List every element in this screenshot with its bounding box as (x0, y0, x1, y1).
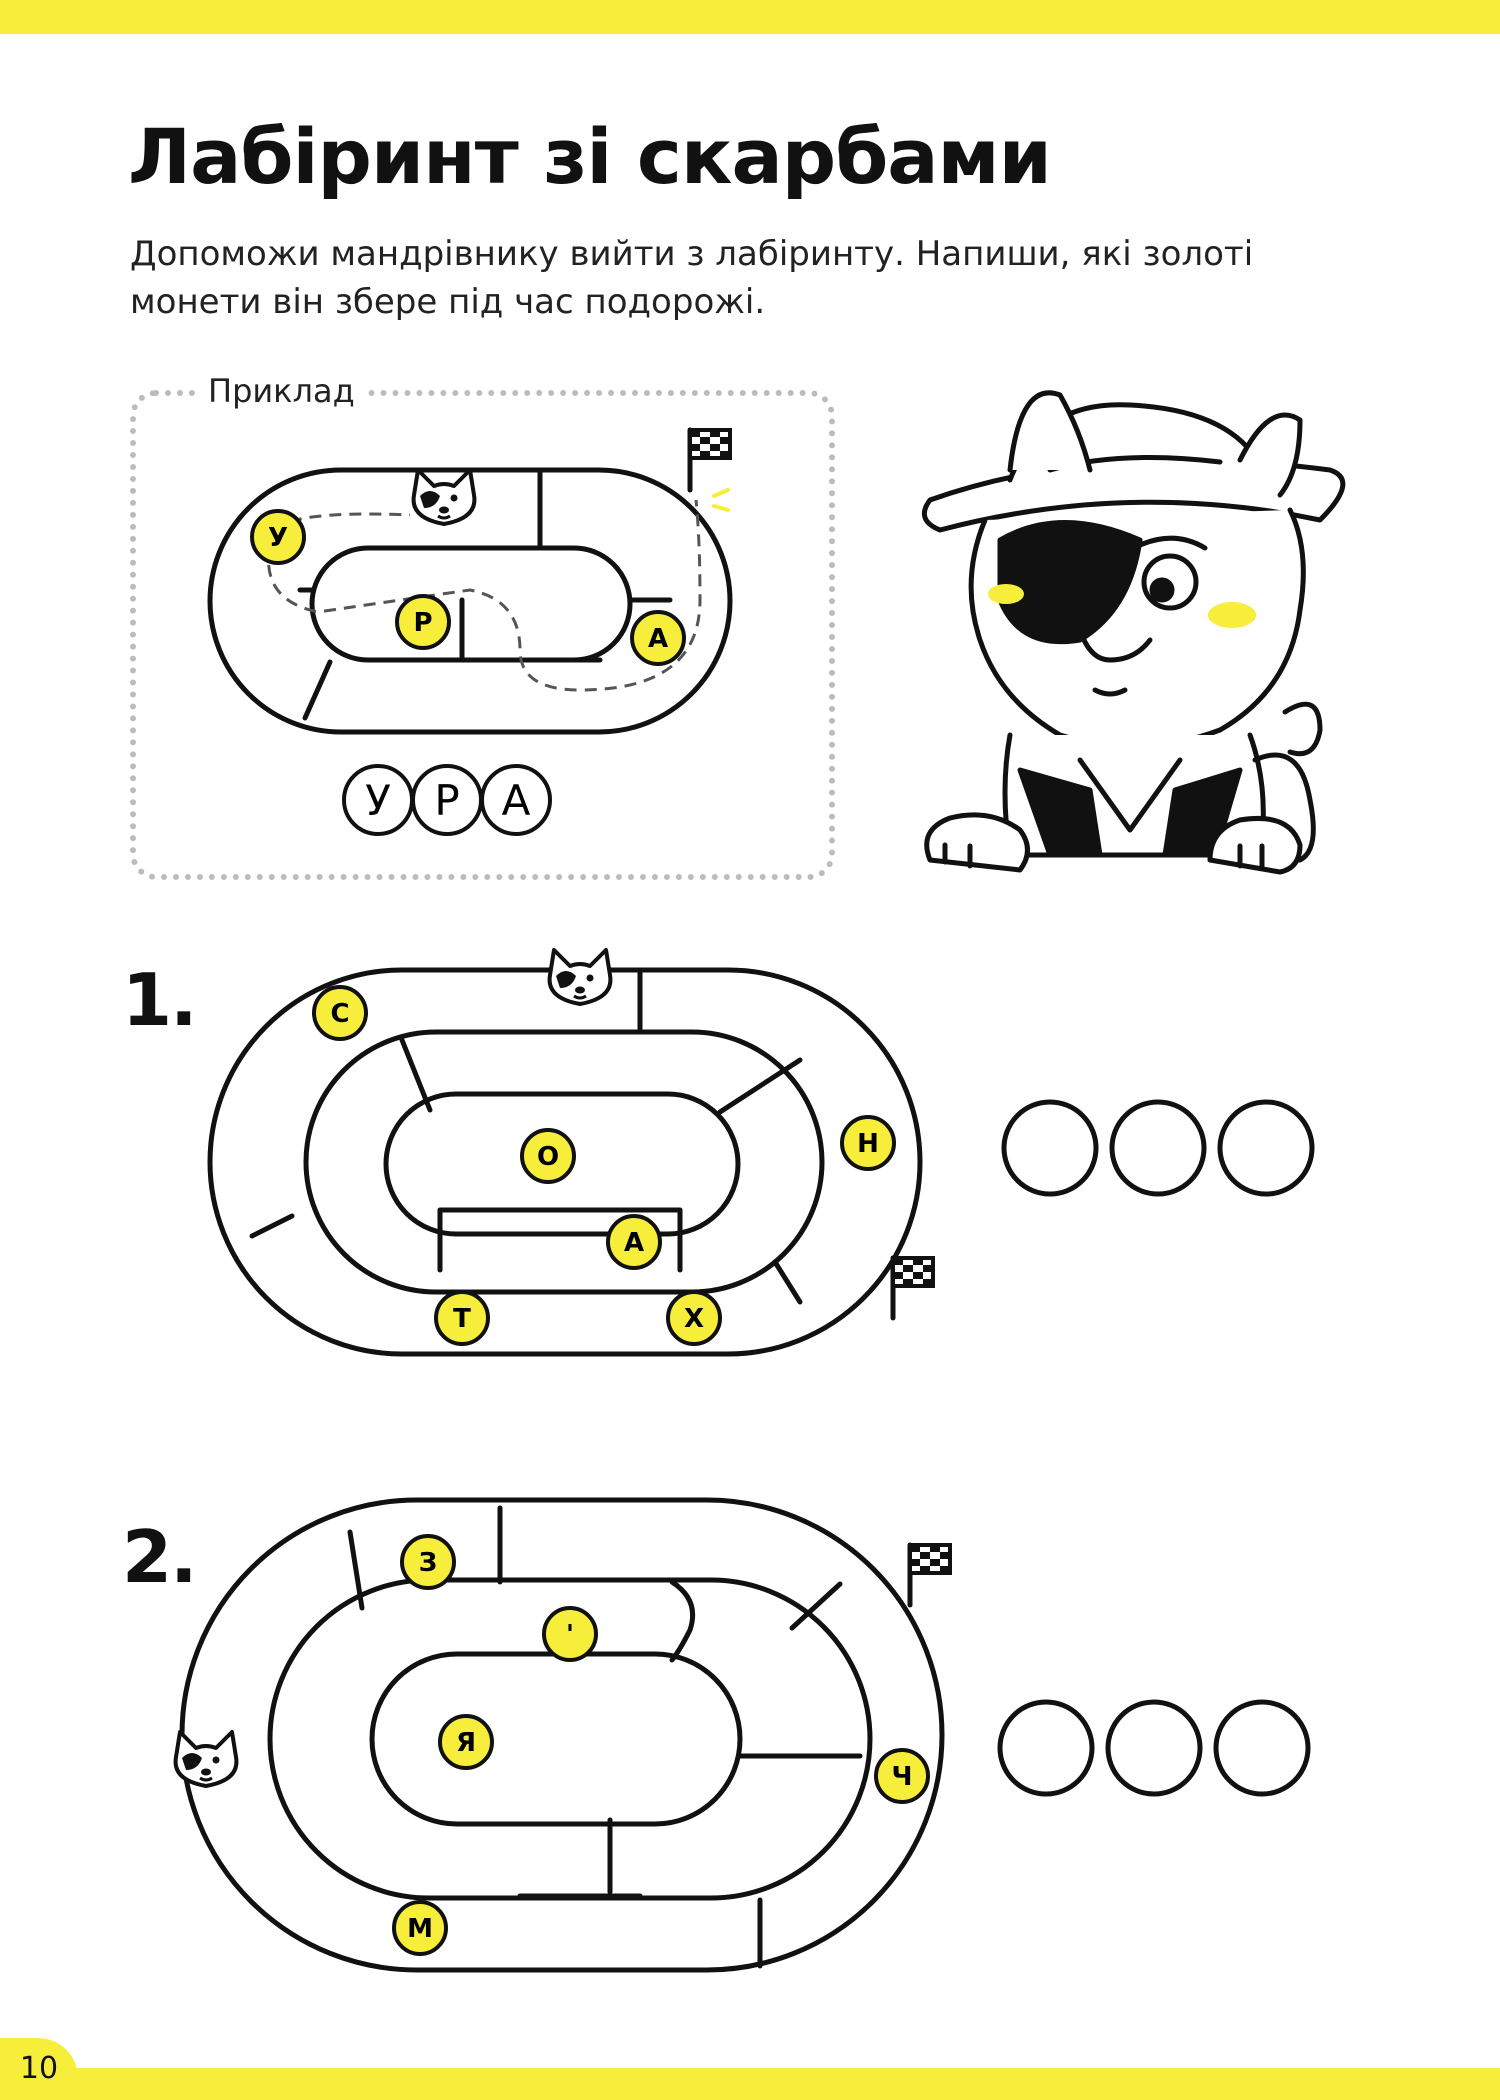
example-answer: У Р А (342, 764, 552, 836)
maze-2-coin: З (400, 1534, 456, 1590)
svg-text:А: А (502, 776, 531, 825)
svg-text:А: А (648, 624, 668, 654)
maze-1-coin: А (606, 1214, 662, 1270)
svg-text:А: А (624, 1228, 644, 1258)
maze-2-coin: ' (542, 1606, 598, 1662)
maze-2 (179, 1497, 945, 1973)
maze-2-answer-slots (997, 1699, 1311, 1797)
page-number: 10 (0, 2038, 78, 2100)
example-box (130, 390, 835, 880)
maze-1-coin: Т (434, 1290, 490, 1346)
svg-text:У: У (268, 523, 288, 553)
maze-2-coin: Я (438, 1714, 494, 1770)
svg-text:Ч: Ч (891, 1762, 912, 1792)
svg-text:Н: Н (857, 1129, 879, 1159)
corgi-traveler-icon (173, 1730, 239, 1788)
task-2-number: 2. (122, 1515, 197, 1599)
maze-1-coin: Н (840, 1115, 896, 1171)
svg-text:С: С (330, 999, 349, 1029)
example-label: Приклад (196, 372, 367, 410)
svg-text:': ' (566, 1620, 574, 1650)
finish-flag-icon (910, 1545, 950, 1605)
example-coin: Р (395, 594, 451, 650)
maze-2-coin: М (392, 1900, 448, 1956)
explorer-dog-illustration (921, 390, 1346, 875)
svg-text:М: М (407, 1914, 433, 1944)
svg-text:Р: Р (434, 776, 459, 825)
finish-flag-icon (893, 1258, 933, 1318)
finish-flag-icon (690, 430, 730, 490)
svg-text:О: О (537, 1142, 559, 1172)
top-yellow-band (0, 0, 1500, 34)
maze-1 (207, 967, 923, 1357)
maze-1-coin: О (520, 1128, 576, 1184)
corgi-traveler-icon (547, 948, 613, 1006)
maze-1-coin: С (312, 985, 368, 1041)
task-1-number: 1. (122, 958, 197, 1042)
svg-text:У: У (365, 776, 391, 825)
svg-text:Я: Я (456, 1728, 476, 1758)
bottom-yellow-band (0, 2068, 1500, 2100)
instruction-text: Допоможи мандрівнику вийти з лабіринту. … (130, 234, 1254, 322)
maze-2-coin: Ч (874, 1748, 930, 1804)
maze-1-coin: Х (666, 1290, 722, 1346)
svg-text:Х: Х (684, 1304, 704, 1334)
example-coin: У (250, 509, 306, 565)
svg-text:Р: Р (413, 608, 432, 638)
corgi-traveler-icon (411, 468, 477, 526)
svg-text:З: З (419, 1548, 437, 1578)
example-coin: А (630, 610, 686, 666)
flag-sparkle (712, 488, 730, 512)
page-title: Лабіринт зі скарбами (128, 112, 1052, 201)
maze-1-answer-slots (1001, 1099, 1315, 1197)
svg-text:Т: Т (453, 1304, 471, 1334)
